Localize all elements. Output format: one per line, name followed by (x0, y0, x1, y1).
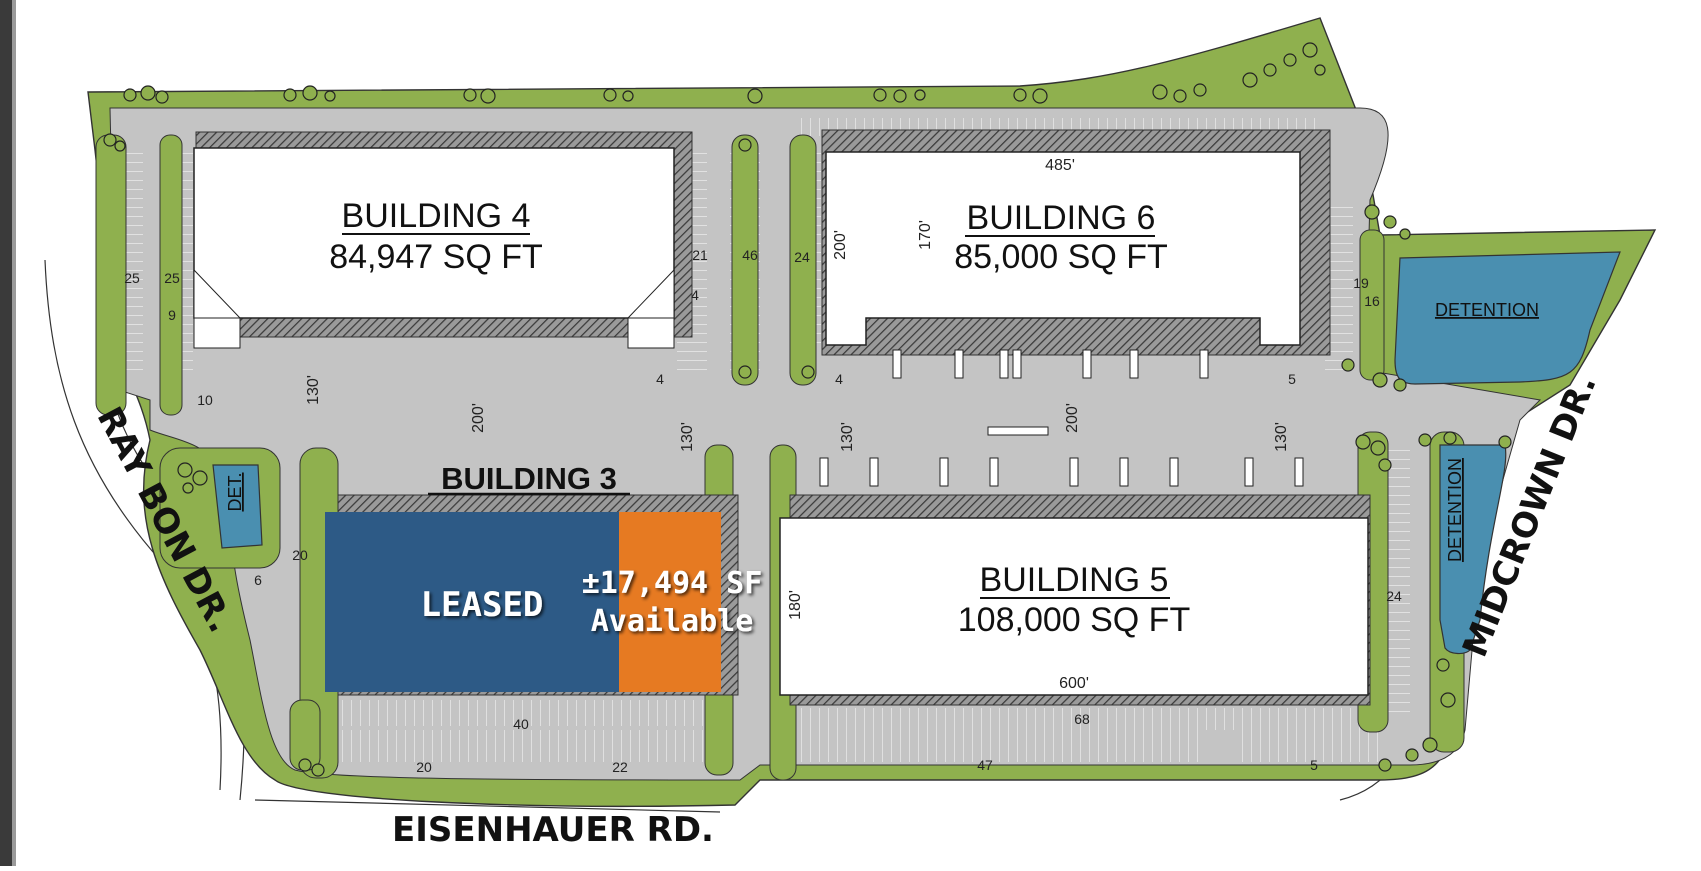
parking-count: 19 (1353, 275, 1369, 291)
dim-b5-court-right: 130' (1273, 422, 1290, 452)
building-4-area: 84,947 SQ FT (329, 238, 543, 276)
parking-count: 40 (513, 716, 529, 732)
parking-count: 5 (1310, 757, 1318, 773)
available-space[interactable] (619, 512, 721, 692)
parking-count: 21 (692, 247, 708, 263)
available-label: Available (591, 604, 754, 639)
parking-count: 10 (197, 392, 213, 408)
parking-count: 24 (794, 249, 810, 265)
parking-count: 20 (416, 759, 432, 775)
page-edge-shadow (0, 0, 12, 866)
building-6-name: BUILDING 6 (967, 199, 1156, 237)
building-5-area: 108,000 SQ FT (958, 601, 1190, 639)
parking-count: 4 (656, 371, 664, 387)
dim-b6-width: 485' (1045, 157, 1075, 174)
available-sf-label: ±17,494 SF (582, 566, 763, 601)
dim-truck-court-mid: 200' (470, 403, 487, 433)
building-6-area: 85,000 SQ FT (954, 238, 1168, 276)
building-4[interactable] (193, 131, 693, 349)
building-3[interactable] (325, 492, 739, 696)
detention-pond-strip (1439, 444, 1507, 655)
parking-count: 25 (164, 270, 180, 286)
dim-b5-width: 600' (1059, 675, 1089, 692)
detention-label-west: DET. (225, 472, 245, 511)
detention-label-east: DETENTION (1435, 300, 1539, 320)
trees (103, 42, 1512, 777)
parking-count: 4 (691, 287, 699, 303)
dim-b5-depth: 180' (787, 590, 804, 620)
parking-count: 9 (168, 307, 176, 323)
building-5[interactable] (779, 494, 1371, 706)
parking-count: 46 (742, 247, 758, 263)
parking-count: 5 (1288, 371, 1296, 387)
dim-truck-court-left: 130' (305, 375, 322, 405)
parking-count: 6 (254, 572, 262, 588)
building-4-name: BUILDING 4 (342, 197, 531, 235)
road-label-eisenhauer: EISENHAUER RD. (392, 810, 714, 850)
leased-label: LEASED (421, 585, 544, 625)
parking-count: 25 (124, 270, 140, 286)
detention-pond-west (212, 464, 263, 549)
parking-count: 20 (292, 547, 308, 563)
parking-count: 16 (1364, 293, 1380, 309)
dim-b6-depth-inner: 170' (917, 220, 934, 250)
parking-count: 22 (612, 759, 628, 775)
parking-count: 47 (977, 757, 993, 773)
dim-b5-court-left: 130' (839, 422, 856, 452)
parking-count: 24 (1386, 588, 1402, 604)
parking-count: 68 (1074, 711, 1090, 727)
truck-trailer-marks (819, 349, 1304, 487)
dim-center-court: 200' (1064, 403, 1081, 433)
dim-b3-court: 130' (679, 422, 696, 452)
building-3-name: BUILDING 3 (441, 461, 617, 496)
parking-count: 4 (835, 371, 843, 387)
leased-space[interactable] (325, 512, 619, 692)
detention-pond-east (1394, 251, 1621, 385)
detention-ponds (212, 251, 1621, 655)
dim-b6-depth-left: 200' (832, 230, 849, 260)
building-6[interactable] (821, 129, 1331, 356)
page-edge-highlight (12, 0, 16, 866)
building-5-name: BUILDING 5 (980, 561, 1169, 599)
detention-label-strip: DETENTION (1445, 458, 1465, 562)
